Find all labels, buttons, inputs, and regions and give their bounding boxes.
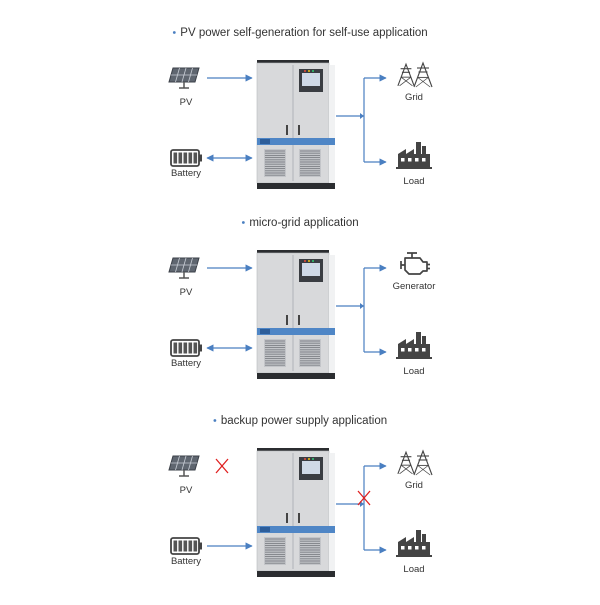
source-pv: PV [168, 257, 253, 298]
source-label: Battery [171, 168, 201, 179]
factory-icon [396, 142, 432, 169]
output-label: Grid [405, 92, 423, 103]
battery-icon [170, 537, 202, 555]
source-label: PV [180, 485, 193, 496]
inverter-cabinet [256, 60, 335, 189]
source-battery: Battery [170, 537, 253, 567]
bullet-dot [213, 419, 217, 422]
blocked-cross-icon [215, 458, 229, 474]
factory-icon [396, 332, 432, 359]
source-pv: PV [168, 455, 229, 496]
source-label: Battery [171, 556, 201, 567]
output-generator: Generator [364, 252, 436, 292]
section-title-text: micro-grid application [249, 217, 358, 229]
factory-icon [396, 530, 432, 557]
section-title-text: backup power supply application [221, 415, 387, 427]
output-load: Load [364, 142, 432, 187]
solar-panel-icon [168, 257, 200, 279]
output-grid: Grid [364, 449, 433, 491]
output-bus [336, 268, 365, 352]
section-title: PV power self-generation for self-use ap… [172, 27, 428, 39]
solar-panel-icon [168, 67, 200, 89]
output-grid: Grid [364, 61, 433, 103]
bullet-dot [172, 31, 176, 34]
section-title: micro-grid application [241, 217, 359, 229]
engine-icon [400, 252, 430, 275]
solar-panel-icon [168, 455, 200, 477]
output-label: Load [403, 564, 424, 575]
output-label: Load [403, 176, 424, 187]
blocked-cross-icon [357, 490, 371, 506]
power-tower-icon [397, 61, 433, 88]
source-label: Battery [171, 358, 201, 369]
source-battery: Battery [170, 149, 253, 179]
battery-icon [170, 339, 202, 357]
source-label: PV [180, 287, 193, 298]
output-label: Grid [405, 480, 423, 491]
section-title: backup power supply application [213, 415, 387, 427]
inverter-cabinet [256, 448, 335, 577]
output-load: Load [364, 530, 432, 575]
output-load: Load [364, 332, 432, 377]
source-pv: PV [168, 67, 253, 108]
battery-icon [170, 149, 202, 167]
source-label: PV [180, 97, 193, 108]
power-tower-icon [397, 449, 433, 476]
output-label: Generator [393, 281, 436, 292]
output-label: Load [403, 366, 424, 377]
section-1: PV power self-generation for self-use ap… [168, 27, 433, 189]
output-bus [336, 78, 365, 162]
bullet-dot [241, 221, 245, 224]
output-bus [336, 466, 365, 550]
section-title-text: PV power self-generation for self-use ap… [180, 27, 427, 39]
inverter-cabinet [256, 250, 335, 379]
source-battery: Battery [170, 339, 253, 369]
